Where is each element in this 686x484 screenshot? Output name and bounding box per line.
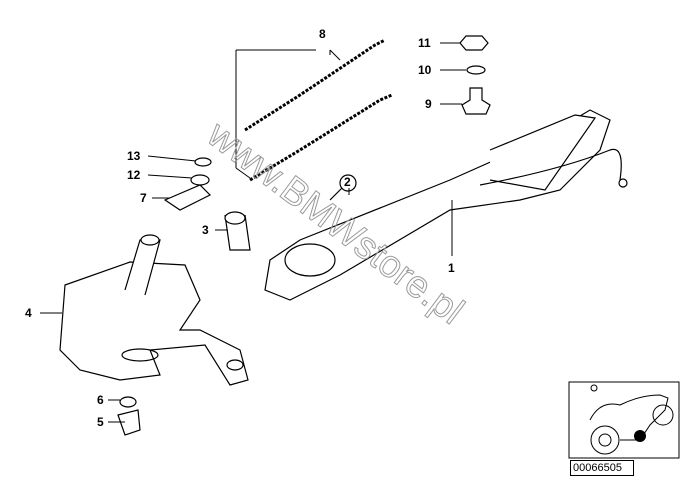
callout-1: 1 — [448, 261, 455, 275]
callout-12: 12 — [127, 168, 141, 182]
callout-8: 8 — [319, 27, 326, 41]
callout-9: 9 — [425, 97, 432, 111]
callout-7: 7 — [140, 191, 147, 205]
motorcycle-thumbnail — [568, 381, 680, 459]
callout-13: 13 — [127, 149, 141, 163]
bolt-part — [461, 87, 491, 115]
image-code: 00066505 — [570, 460, 634, 476]
callout-6: 6 — [97, 393, 104, 407]
diagram-drawing — [59, 35, 628, 436]
callout-4: 4 — [25, 306, 32, 320]
nut-part — [459, 35, 489, 51]
callout-2: 2 — [344, 175, 351, 189]
switch-plate-part — [163, 184, 212, 211]
leader-lines — [40, 42, 466, 423]
callout-5: 5 — [97, 415, 104, 429]
spring-upper — [244, 38, 386, 132]
bracket-part — [59, 261, 249, 386]
lower-bolt-part — [117, 409, 141, 436]
callout-11: 11 — [418, 36, 431, 50]
callout-10: 10 — [418, 63, 432, 77]
spring-lower — [249, 93, 393, 182]
callout-3: 3 — [202, 223, 209, 237]
